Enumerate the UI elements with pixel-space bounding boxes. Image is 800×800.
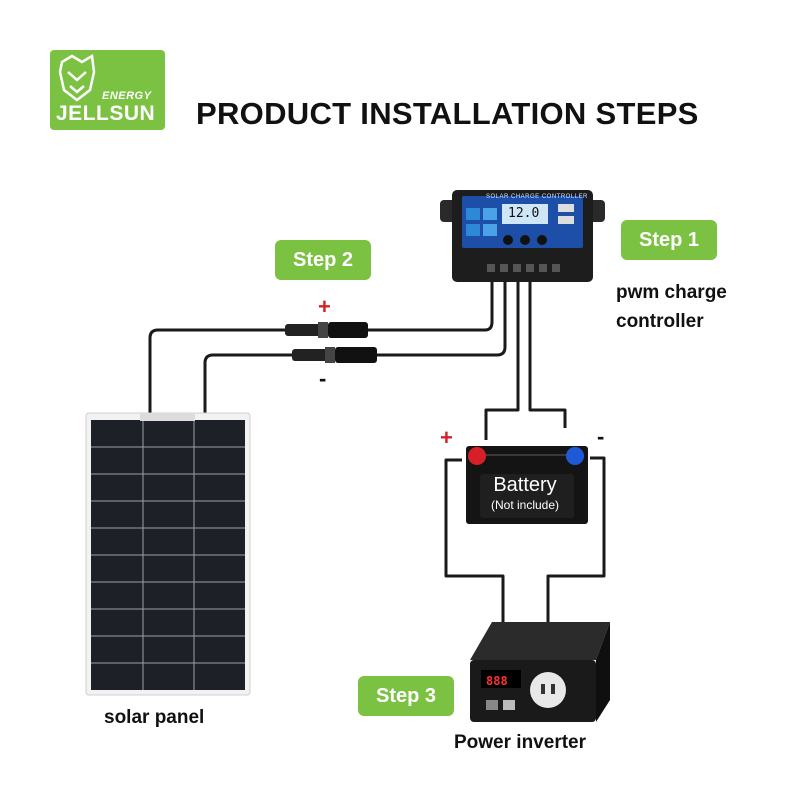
panel-wire-positive (148, 328, 285, 418)
controller-wire-battery-negative (528, 282, 567, 428)
mc4-connector-positive (285, 322, 368, 338)
battery-positive-terminal (468, 447, 486, 465)
battery-plus-sign: + (440, 425, 453, 450)
step-3-badge: Step 3 (358, 676, 454, 716)
panel-wire-negative (203, 353, 292, 418)
battery-title: Battery (493, 474, 557, 496)
battery-note: (Not include) (490, 498, 560, 512)
page-title: PRODUCT INSTALLATION STEPS (196, 96, 699, 131)
controller-header-text: SOLAR CHARGE CONTROLLER (486, 194, 588, 200)
battery-label: Battery (Not include) (470, 474, 580, 512)
controller-wire-pv-negative (375, 282, 507, 357)
battery-wire-inverter-negative (546, 456, 606, 624)
controller-caption-line1: pwm charge (616, 282, 727, 303)
battery (466, 446, 588, 524)
controller-wire-battery-positive (484, 282, 520, 440)
inverter-caption: Power inverter (454, 732, 586, 753)
pv-minus-sign: - (319, 366, 327, 391)
ac-socket-icon (530, 672, 566, 708)
controller-caption: pwm charge controller (616, 278, 727, 336)
power-inverter (470, 622, 610, 722)
charge-controller (440, 190, 605, 282)
controller-caption-line2: controller (616, 311, 704, 332)
solar-panel (85, 412, 251, 696)
battery-wire-inverter-positive (444, 458, 505, 624)
solar-panel-caption: solar panel (104, 707, 205, 728)
battery-negative-terminal (566, 447, 584, 465)
inverter-display: 888 (486, 674, 508, 688)
lion-logo-icon (58, 53, 96, 102)
battery-minus-sign: - (597, 424, 605, 449)
step-2-badge: Step 2 (275, 240, 371, 280)
brand-word-jellsun: JELLSUN (56, 102, 156, 125)
brand-logo: ENERGY JELLSUN (50, 50, 165, 130)
brand-word-energy: ENERGY (102, 90, 152, 102)
step-1-badge: Step 1 (621, 220, 717, 260)
pv-plus-sign: + (318, 294, 331, 319)
usb-port-icon (558, 204, 574, 212)
controller-wire-pv-positive (365, 282, 494, 332)
mc4-connector-negative (292, 347, 377, 363)
controller-display: 12.0 (508, 206, 540, 221)
